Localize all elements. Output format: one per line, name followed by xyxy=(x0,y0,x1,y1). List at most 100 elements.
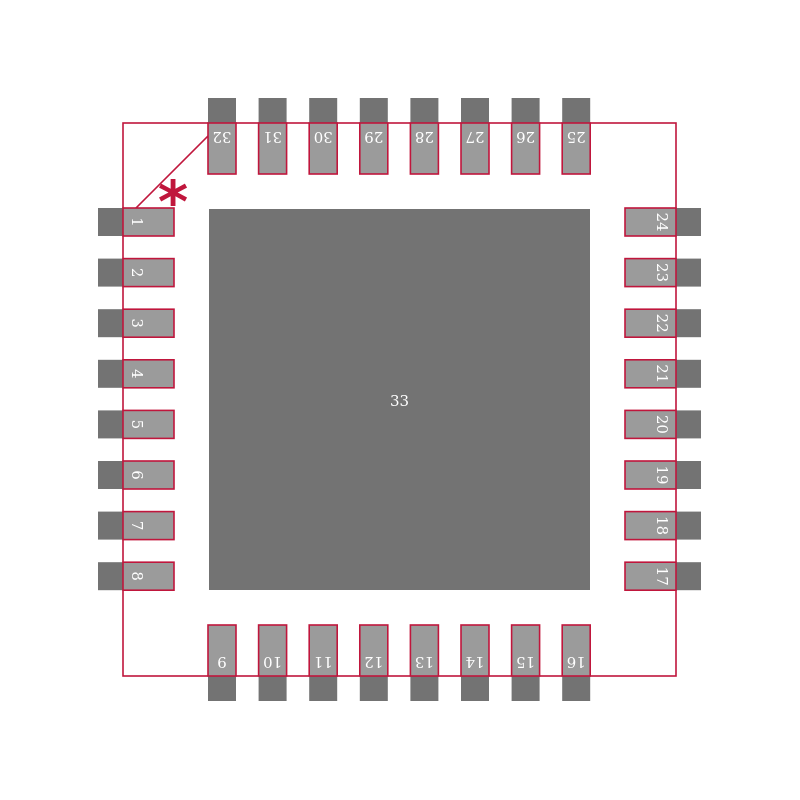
pin-23: 23 xyxy=(624,257,701,288)
package-body-outline xyxy=(122,122,677,677)
thermal-pad-group: 33 xyxy=(209,209,590,590)
pin-11: 11 xyxy=(308,624,339,701)
pin-10: 10 xyxy=(257,624,288,701)
pin-label: 16 xyxy=(567,653,586,671)
pin-27: 27 xyxy=(460,98,490,175)
pin-8: 8 xyxy=(98,561,175,592)
pin-label: 30 xyxy=(314,128,333,146)
pin-18: 18 xyxy=(624,510,701,541)
pin-label: 26 xyxy=(516,128,535,146)
pin-label: 31 xyxy=(263,128,282,146)
pin-inner-outline xyxy=(358,122,389,175)
pin-30: 30 xyxy=(308,98,339,175)
pin-label: 5 xyxy=(128,420,146,430)
pin-label: 15 xyxy=(516,653,535,671)
pin-inner-outline xyxy=(122,358,175,389)
pin-4: 4 xyxy=(98,358,175,389)
pin-inner-outline xyxy=(624,561,677,592)
thermal-pad-label: 33 xyxy=(390,392,409,410)
pin-label: 25 xyxy=(567,128,586,146)
pin-17: 17 xyxy=(624,561,701,592)
pin-29: 29 xyxy=(358,98,389,175)
pin-inner-outline xyxy=(122,257,175,288)
pin-1: 1 xyxy=(98,207,175,237)
pin-label: 28 xyxy=(415,128,434,146)
pin-inner-outline xyxy=(561,122,592,175)
pin-label: 27 xyxy=(465,128,484,146)
pin-inner-outline xyxy=(460,624,490,677)
pin-5: 5 xyxy=(98,409,175,440)
pin-inner-outline xyxy=(257,122,288,175)
pin-inner-outline xyxy=(308,122,339,175)
pin-7: 7 xyxy=(98,510,175,541)
pin-label: 24 xyxy=(653,212,671,231)
pin-12: 12 xyxy=(358,624,389,701)
pin-label: 14 xyxy=(465,653,484,671)
pin-label: 2 xyxy=(128,268,146,278)
pin-16: 16 xyxy=(561,624,592,701)
pin-6: 6 xyxy=(98,460,175,490)
pin-13: 13 xyxy=(409,624,440,701)
pin-2: 2 xyxy=(98,257,175,288)
pin-inner-outline xyxy=(624,308,677,339)
pin-31: 31 xyxy=(257,98,288,175)
pin-inner-outline xyxy=(122,561,175,592)
pin-24: 24 xyxy=(624,207,701,237)
pin-label: 23 xyxy=(653,263,671,282)
pin-label: 19 xyxy=(653,465,671,484)
pin-20: 20 xyxy=(624,409,701,440)
pin-22: 22 xyxy=(624,308,701,339)
pin-label: 18 xyxy=(653,516,671,535)
pin-label: 32 xyxy=(212,128,231,146)
pin-inner-outline xyxy=(409,122,440,175)
pin-inner-outline xyxy=(624,358,677,389)
pin-28: 28 xyxy=(409,98,440,175)
pin-label: 12 xyxy=(364,653,383,671)
pin1-chamfer-line xyxy=(122,122,222,222)
pin-label: 10 xyxy=(263,653,282,671)
pin-inner-outline xyxy=(409,624,440,677)
pin-inner-outline xyxy=(624,409,677,440)
pin-label: 17 xyxy=(653,567,671,586)
pin-inner-outline xyxy=(308,624,339,677)
pin-26: 26 xyxy=(510,98,541,175)
pin-inner-outline xyxy=(122,460,175,490)
pin-9: 9 xyxy=(207,624,237,701)
pin-inner-outline xyxy=(207,624,237,677)
pin-label: 7 xyxy=(128,521,146,531)
pin-inner-outline xyxy=(257,624,288,677)
pin-label: 3 xyxy=(128,318,146,328)
pin-inner-outline xyxy=(460,122,490,175)
pin-inner-outline xyxy=(510,122,541,175)
pin-3: 3 xyxy=(98,308,175,339)
pin-14: 14 xyxy=(460,624,490,701)
pin-19: 19 xyxy=(624,460,701,490)
pin-label: 4 xyxy=(128,369,146,379)
pin-inner-outline xyxy=(510,624,541,677)
pin-label: 11 xyxy=(314,653,333,671)
pin-label: 9 xyxy=(217,653,227,671)
pin-label: 1 xyxy=(128,217,146,227)
pin-label: 22 xyxy=(653,314,671,333)
pin-inner-outline xyxy=(624,510,677,541)
pin-inner-outline xyxy=(358,624,389,677)
pin-25: 25 xyxy=(561,98,592,175)
pin-inner-outline xyxy=(624,460,677,490)
pin-inner-outline xyxy=(122,510,175,541)
pin-inner-outline xyxy=(122,409,175,440)
pin-inner-outline xyxy=(122,308,175,339)
pin-label: 21 xyxy=(653,364,671,383)
pin-inner-outline xyxy=(624,207,677,237)
pin-label: 6 xyxy=(128,470,146,480)
pin-21: 21 xyxy=(624,358,701,389)
pin-label: 20 xyxy=(653,415,671,434)
pin-label: 13 xyxy=(415,653,434,671)
pin-label: 29 xyxy=(364,128,383,146)
pin-inner-outline xyxy=(624,257,677,288)
pin-inner-outline xyxy=(122,207,175,237)
pin-15: 15 xyxy=(510,624,541,701)
pin-inner-outline xyxy=(561,624,592,677)
thermal-pad xyxy=(209,209,590,590)
